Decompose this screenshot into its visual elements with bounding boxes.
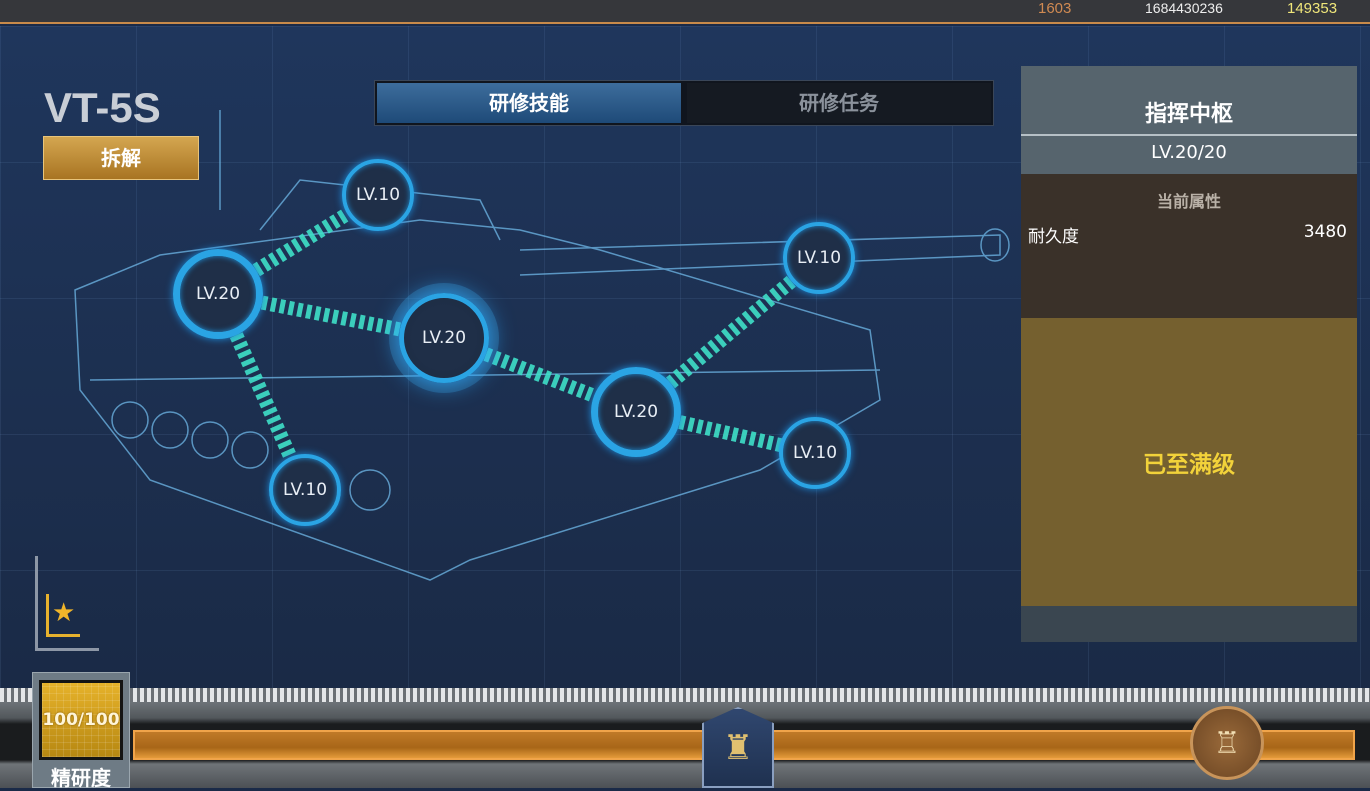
rank-indicator: ★ [35, 556, 99, 651]
panel-footer [1021, 606, 1357, 642]
ruler-ticks [0, 688, 1370, 702]
resource-3: 149353 [1287, 0, 1338, 17]
top-bar: 1603 1684430236 149353 [0, 0, 1370, 24]
attribute-name: 耐久度 [1028, 227, 1079, 247]
tank-wheels [111, 401, 391, 511]
skill-node[interactable]: LV.20 [591, 367, 681, 457]
mastery-label: 精研度 [51, 766, 111, 790]
tab-bar: 研修技能 研修任务 [374, 80, 994, 126]
milestone-medal-icon[interactable]: ♖ [1190, 706, 1264, 780]
rank-bracket [46, 594, 80, 637]
attribute-row: 耐久度 3480 [1021, 212, 1357, 247]
tab-research-skills[interactable]: 研修技能 [377, 83, 681, 123]
attributes-header: 当前属性 [1156, 192, 1221, 211]
skill-node[interactable]: LV.10 [779, 417, 851, 489]
skill-links [211, 189, 824, 493]
attribute-value: 3480 [1303, 222, 1347, 242]
skill-node[interactable]: LV.10 [342, 159, 414, 231]
skill-node[interactable]: LV.10 [269, 454, 341, 526]
skill-detail-panel: 指挥中枢 LV.20/20 当前属性 耐久度 3480 已至满级 [1021, 66, 1357, 642]
skill-node[interactable]: LV.20 [173, 249, 263, 339]
mastery-badge[interactable]: 100/100 精研度 [32, 672, 130, 790]
skill-title: 指挥中枢 [1144, 102, 1233, 127]
attributes-section: 当前属性 耐久度 3480 [1021, 174, 1357, 318]
mastery-value: 100/100 [39, 680, 123, 760]
resource-2: 1684430236 [1145, 0, 1223, 16]
max-level-status: 已至满级 [1021, 318, 1357, 606]
skill-node-selected[interactable]: LV.20 [399, 293, 489, 383]
tab-research-tasks[interactable]: 研修任务 [687, 83, 991, 123]
resource-1: 1603 [1038, 0, 1072, 17]
skill-level: LV.20/20 [1151, 142, 1227, 163]
tank-wireframe [74, 110, 1010, 581]
tank-name: VT-5S [44, 84, 161, 131]
star-icon: ★ [52, 598, 76, 628]
dismantle-button[interactable]: 拆解 [43, 136, 199, 180]
skill-node[interactable]: LV.10 [783, 222, 855, 294]
divider [1021, 134, 1357, 136]
panel-header: 指挥中枢 LV.20/20 [1021, 66, 1357, 174]
milestone-badge-icon[interactable]: ♜ [702, 707, 774, 788]
